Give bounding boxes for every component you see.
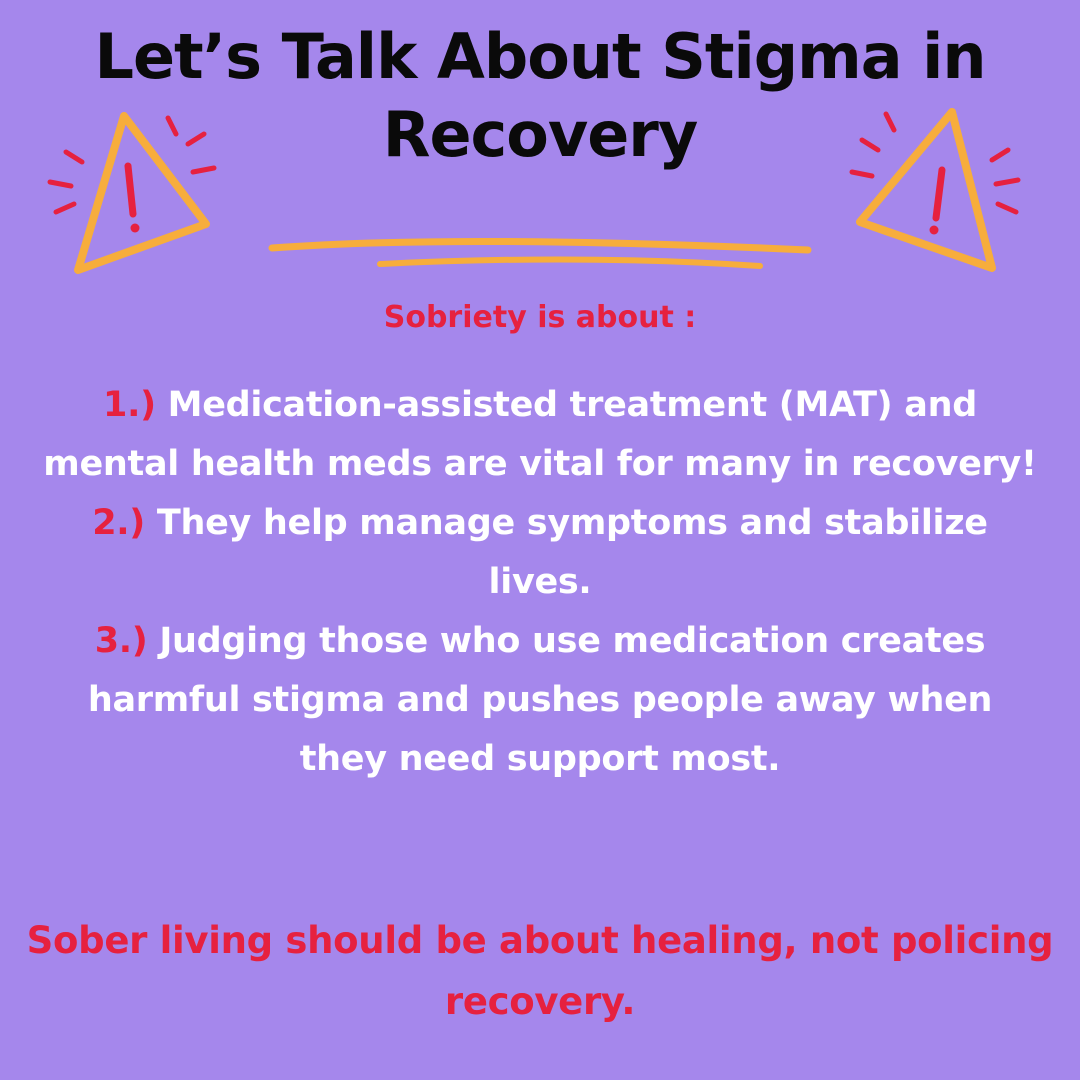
list-item: 2.) They help manage symptoms and stabil…	[40, 494, 1040, 612]
item-text: They help manage symptoms and stabilize …	[145, 503, 988, 602]
title-line-1: Let’s Talk About Stigma in	[94, 20, 986, 93]
title-line-2: Recovery	[382, 98, 699, 171]
closing-statement: Sober living should be about healing, no…	[26, 919, 1054, 1023]
list-item: 3.) Judging those who use medication cre…	[40, 612, 1040, 789]
points-list: 1.) Medication-assisted treatment (MAT) …	[40, 376, 1040, 789]
page-title: Let’s Talk About Stigma in Recovery	[40, 18, 1040, 174]
brush-underline	[268, 237, 812, 269]
warning-triangle-icon	[47, 112, 217, 274]
warning-triangle-icon	[849, 108, 1021, 272]
item-number: 1.)	[103, 385, 156, 425]
item-number: 2.)	[92, 503, 145, 543]
item-number: 3.)	[94, 621, 148, 661]
item-text: Medication-assisted treatment (MAT) and …	[43, 385, 1037, 484]
subheading: Sobriety is about :	[383, 300, 697, 335]
item-text: Judging those who use medication creates…	[87, 621, 993, 779]
list-item: 1.) Medication-assisted treatment (MAT) …	[40, 376, 1040, 494]
